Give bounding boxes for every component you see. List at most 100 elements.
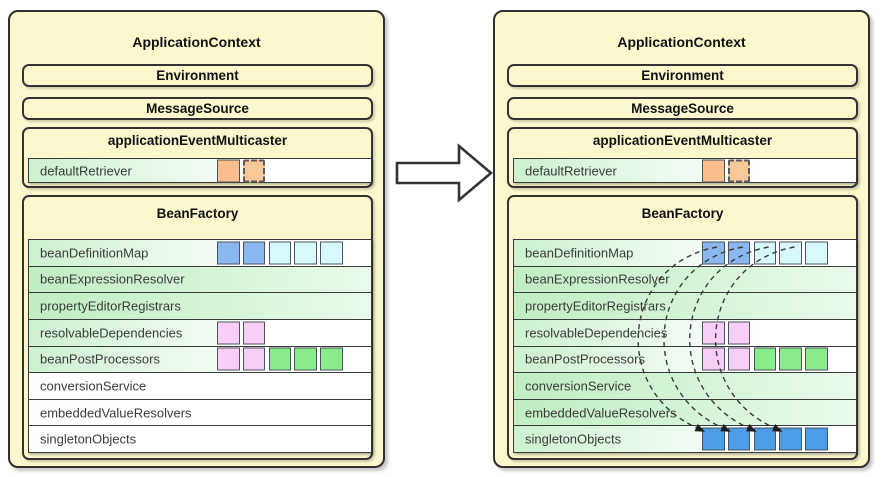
row-label: beanPostProcessors (40, 351, 160, 367)
row-propertyEditorRegistrars: propertyEditorRegistrars (514, 292, 856, 319)
row-resolvableDependencies: resolvableDependencies (29, 318, 371, 346)
pink-bean-square (242, 321, 266, 345)
member-squares (217, 347, 343, 371)
panel-title: ApplicationContext (617, 34, 746, 50)
row-label: propertyEditorRegistrars (525, 298, 666, 314)
row-beanExpressionResolver: beanExpressionResolver (514, 265, 856, 293)
orange-dashed-bean-square (242, 159, 266, 182)
cyan-bean-square (779, 241, 802, 265)
row-label: singletonObjects (40, 431, 137, 447)
pink-bean-square (702, 321, 725, 345)
row-label: defaultRetriever (40, 163, 132, 178)
row-embeddedValueResolvers: embeddedValueResolvers (514, 398, 856, 426)
message-source-label: MessageSource (146, 101, 249, 116)
orange-dashed-bean-square (727, 159, 751, 182)
green-bean-square (753, 347, 777, 371)
row-label: beanDefinitionMap (40, 245, 149, 261)
blue-bean-square (702, 241, 725, 265)
application-context-panel-before: ApplicationContext Environment MessageSo… (8, 10, 385, 468)
green-bean-square (805, 347, 828, 371)
row-label: conversionService (525, 378, 632, 394)
row-label: embeddedValueResolvers (40, 405, 192, 421)
pink-bean-square (727, 347, 751, 371)
row-beanDefinitionMap: beanDefinitionMap (514, 240, 856, 266)
row-label: resolvableDependencies (525, 325, 668, 341)
pink-bean-square (217, 347, 240, 371)
orange-bean-square (217, 159, 240, 182)
cyan-bean-square (320, 241, 343, 265)
green-bean-square (268, 347, 292, 371)
member-squares (217, 321, 266, 345)
cyan-bean-square (753, 241, 777, 265)
cyan-bean-square (805, 241, 828, 265)
event-multicaster-title: applicationEventMulticaster (592, 133, 773, 148)
row-label: singletonObjects (525, 431, 622, 447)
row-label: propertyEditorRegistrars (40, 298, 181, 314)
member-squares (702, 241, 828, 265)
row-label: conversionService (40, 378, 147, 394)
member-squares (217, 241, 343, 265)
message-source-box: MessageSource (507, 97, 858, 120)
member-squares (702, 159, 751, 182)
dark-blue-bean-square (727, 427, 751, 451)
pink-bean-square (217, 321, 240, 345)
message-source-label: MessageSource (631, 101, 734, 116)
blue-bean-square (727, 241, 751, 265)
bean-factory-box: BeanFactory beanDefinitionMap beanExpress… (507, 195, 858, 460)
pink-bean-square (702, 347, 725, 371)
environment-label: Environment (641, 68, 724, 83)
row-conversionService: conversionService (29, 372, 371, 399)
member-squares (702, 347, 828, 371)
orange-bean-square (702, 159, 725, 182)
row-label: beanExpressionResolver (40, 271, 185, 287)
row-resolvableDependencies: resolvableDependencies (514, 318, 856, 346)
default-retriever-stack: defaultRetriever (513, 158, 857, 183)
cyan-bean-square (294, 241, 317, 265)
row-label: defaultRetriever (525, 163, 617, 178)
row-conversionService: conversionService (514, 372, 856, 399)
row-beanPostProcessors: beanPostProcessors (514, 345, 856, 373)
row-label: beanDefinitionMap (525, 245, 634, 261)
blue-bean-square (217, 241, 240, 265)
pink-bean-square (727, 321, 751, 345)
green-bean-square (320, 347, 343, 371)
bean-factory-title: BeanFactory (641, 206, 724, 221)
row-propertyEditorRegistrars: propertyEditorRegistrars (29, 292, 371, 319)
row-beanExpressionResolver: beanExpressionResolver (29, 265, 371, 293)
cyan-bean-square (268, 241, 292, 265)
row-defaultRetriever: defaultRetriever (514, 159, 856, 182)
row-beanPostProcessors: beanPostProcessors (29, 345, 371, 373)
row-label: resolvableDependencies (40, 325, 183, 341)
environment-box: Environment (22, 64, 373, 87)
blue-bean-square (242, 241, 266, 265)
bean-factory-rows: beanDefinitionMap beanExpressionResolver p… (28, 239, 372, 453)
transition-arrow (395, 143, 494, 203)
row-beanDefinitionMap: beanDefinitionMap (29, 240, 371, 266)
dark-blue-bean-square (805, 427, 828, 451)
environment-label: Environment (156, 68, 239, 83)
message-source-box: MessageSource (22, 97, 373, 120)
row-singletonObjects: singletonObjects (29, 425, 371, 452)
dark-blue-bean-square (753, 427, 777, 451)
row-label: beanExpressionResolver (525, 271, 670, 287)
event-multicaster-box: applicationEventMulticaster defaultRetri… (507, 127, 858, 188)
green-bean-square (779, 347, 802, 371)
member-squares (217, 159, 266, 182)
dark-blue-bean-square (779, 427, 802, 451)
green-bean-square (294, 347, 317, 371)
event-multicaster-box: applicationEventMulticaster defaultRetri… (22, 127, 373, 188)
pink-bean-square (242, 347, 266, 371)
dark-blue-bean-square (702, 427, 725, 451)
panel-title: ApplicationContext (132, 34, 261, 50)
member-squares (702, 321, 751, 345)
row-singletonObjects: singletonObjects (514, 425, 856, 452)
row-embeddedValueResolvers: embeddedValueResolvers (29, 398, 371, 426)
application-context-panel-after: ApplicationContext Environment MessageSo… (493, 10, 870, 468)
member-squares (702, 427, 828, 451)
default-retriever-stack: defaultRetriever (28, 158, 372, 183)
row-label: beanPostProcessors (525, 351, 645, 367)
bean-factory-rows: beanDefinitionMap beanExpressionResolver p… (513, 239, 857, 453)
environment-box: Environment (507, 64, 858, 87)
